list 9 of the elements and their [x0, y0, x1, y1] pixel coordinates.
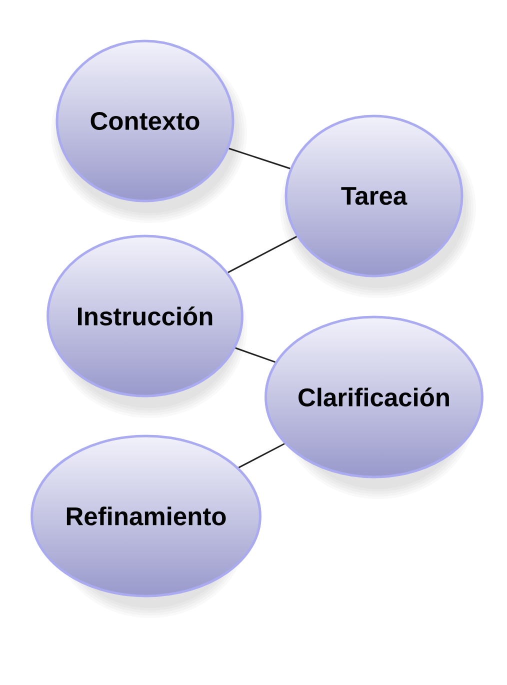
circle-node: Clarificación	[264, 316, 484, 478]
circle-node: Tarea	[284, 114, 464, 278]
circle-node: Refinamiento	[30, 434, 262, 598]
connector-line	[228, 148, 290, 170]
connector-line	[228, 236, 297, 274]
circle-node: Contexto	[56, 40, 234, 202]
connector-line	[238, 443, 285, 468]
connector-line	[235, 347, 276, 363]
circle-node: Instrucción	[46, 234, 244, 398]
